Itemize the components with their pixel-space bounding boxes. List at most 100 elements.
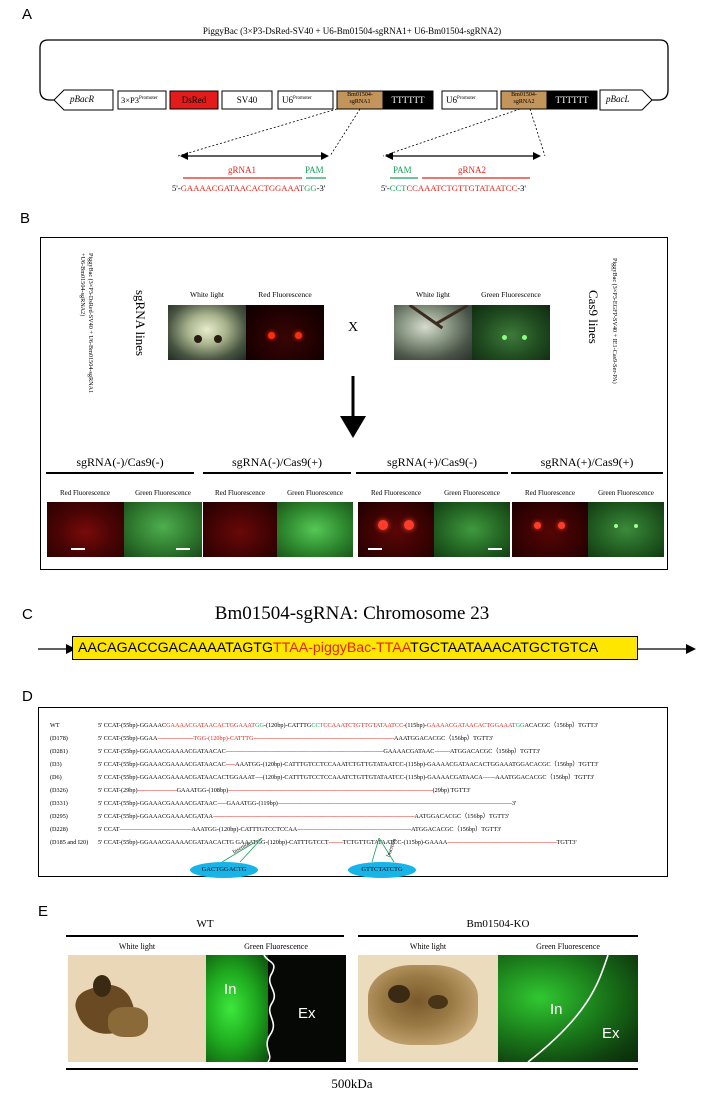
panel-d-letter: D: [22, 688, 33, 705]
pbacr-label: pBacR: [70, 94, 94, 104]
sequence-segment: 5' CCAT: [98, 826, 120, 833]
sequence-segment: ------: [225, 761, 236, 768]
bottom-bar: [66, 1068, 638, 1070]
terminator1-box: [382, 90, 434, 110]
alignment-row: 5' CCAT-(55bp)-GGAAACGAAAACGATAAC------G…: [98, 800, 516, 808]
sgrna2-label: Bm01504-sgRNA2: [511, 92, 537, 105]
dsred-label: DsRed: [181, 95, 207, 105]
sequence-segment: ----------------------------------------…: [277, 800, 513, 807]
sequence-segment: GAAAACGATAAC: [383, 748, 435, 755]
group3-red-photo: [358, 502, 434, 557]
row-id: (D331): [50, 800, 68, 807]
panel-c-letter: C: [22, 606, 33, 623]
ko-bar: [358, 935, 638, 937]
sequence-segment: GAAAACGATAACACTGGAAAT: [426, 722, 516, 729]
pam2-label: PAM: [393, 165, 412, 175]
row-id: (D178): [50, 735, 68, 742]
sv40-box: [221, 90, 273, 110]
dsred-box: [169, 90, 219, 110]
grna2-span-arrow: [385, 152, 541, 160]
top-label-white-1: White light: [190, 290, 224, 299]
sequence-segment: -(120bp)-CATTTG: [263, 722, 312, 729]
row-id: (D295): [50, 813, 68, 820]
sgrna1-sequence: 5'-GAAAACGATAACACTGGAAATGG-3': [172, 183, 326, 193]
p3-label: 3×P3Promoter: [121, 95, 158, 105]
sequence-segment: -----------------------: [157, 735, 194, 742]
sequence-segment: ------: [217, 800, 227, 807]
sequence-segment: CCAAATCTGTTGTATAATCC: [323, 722, 404, 729]
sequence-segment: ----------------------------------------…: [297, 826, 412, 833]
panel-e-letter: E: [38, 903, 49, 920]
row-id: (D326): [50, 787, 68, 794]
insertion-connectors: [221, 838, 395, 863]
panel-b-letter: B: [20, 210, 31, 227]
alignment-row: 5' CCAT-(55bp)-GGAA---------------------…: [98, 735, 493, 743]
alignment-row: 5' CCAT-(55bp)-GGAAACGAAAACGATAACAC-----…: [98, 761, 599, 769]
sequence-segment: TGG-(120bp)-CATTTG: [193, 735, 254, 742]
alignment-row: 5' CCAT-(55bp)-GGAAACGAAAACGATAACACTGGAA…: [98, 774, 594, 782]
group2-green-photo: [277, 502, 353, 557]
row-id: WT: [50, 722, 60, 729]
ko-white-light-photo: [358, 955, 498, 1062]
wt-green-fluorescence-photo: In Ex: [206, 955, 346, 1062]
terminator1-label: TTTTTT: [391, 95, 425, 105]
row-id: (D228): [50, 826, 68, 833]
group1-red-label: Red Fluorescence: [60, 489, 110, 497]
terminator2-label: TTTTTT: [555, 95, 589, 105]
sequence-segment: ----------------------------------------…: [119, 826, 192, 833]
alignment-row: 5' CCAT-(55bp)-GGAAACGAAAACGATAACACTGGAA…: [98, 722, 598, 730]
u6a-label: U6Promoter: [282, 95, 312, 105]
down-arrow-icon: [340, 376, 366, 438]
insertion2-bubble: GTTCTATCTG: [348, 862, 416, 878]
group-bar-4: [511, 472, 663, 474]
ko-in-label: In: [550, 1001, 563, 1018]
sequence-segment: 5' CCAT-(55bp)-GGAAACGAAAACGATAACACTG GA…: [98, 839, 329, 846]
sequence-segment: ----------------------------------------…: [253, 735, 395, 742]
sgrna-lines-label: sgRNA lines: [133, 290, 148, 357]
sequence-segment: GAAATGG-(108bp): [176, 787, 229, 794]
sequence-segment: ----------------------------------------…: [225, 748, 384, 755]
e-label-white-1: White light: [118, 942, 156, 951]
top-label-white-2: White light: [416, 290, 450, 299]
sequence-segment: ---------: [328, 839, 344, 846]
panel-c-title: Bm01504-sgRNA: Chromosome 23: [214, 603, 490, 624]
cas9-lines-label: Cas9 lines: [586, 290, 601, 344]
sgrna-construct-text: PiggyBac (3×P3-DsRed-SV40 + U6-Bm01504-s…: [79, 253, 94, 394]
group-bar-2: [203, 472, 351, 474]
sequence-segment: 5' CCAT-(55bp)-GGAAACGAAAACGATAACAC: [98, 748, 226, 755]
sequence-segment: 5' CCAT-(55bp)-GGAAACGAAAACGATAACACTGGAA…: [98, 774, 255, 781]
group-title-4: sgRNA(+)/Cas9(+): [540, 455, 634, 469]
wt-label: WT: [196, 918, 214, 930]
top-label-green: Green Fluorescence: [481, 290, 541, 299]
group4-green-label: Green Fluorescence: [598, 489, 654, 497]
alignment-row: 5' CCAT-(29bp)-------------------------G…: [98, 787, 471, 795]
ko-label: Bm01504-KO: [466, 918, 530, 930]
row-id: (D3): [50, 761, 62, 768]
group-title-1: sgRNA(-)/Cas9(-): [76, 455, 164, 469]
sequence-segment: GAAAACGATAACACTGGAAAT: [166, 722, 255, 729]
moth-green-fluorescence-photo: [472, 305, 550, 360]
grna1-label: gRNA1: [228, 165, 257, 175]
sequence-segment: ----------: [434, 748, 451, 755]
p3-box: [117, 90, 167, 110]
sequence-segment: GG: [515, 722, 525, 729]
alignment-row: 5' CCAT-(55bp)-GGAAACGAAAACGATAA--------…: [98, 813, 509, 821]
sequence-segment: 5' CCAT-(55bp)-GGAAAC: [98, 722, 167, 729]
group2-green-label: Green Fluorescence: [287, 489, 343, 497]
group1-green-label: Green Fluorescence: [135, 489, 191, 497]
sequence-segment: (29bp) TGTT3': [432, 787, 471, 794]
sv40-label: SV40: [236, 95, 258, 105]
sequence-segment: 5' CCAT-(55bp)-GGAAACGAAAACGATAACAC: [98, 761, 226, 768]
pbacl-label: pBacL: [606, 94, 630, 104]
moth-white-light-photo-2: [394, 305, 472, 360]
group3-green-photo: [434, 502, 510, 557]
sequence-segment: (120bp)-CATTTGTCCTCCAAATCTGTTGTATAATCC-(…: [262, 774, 483, 781]
pbacr-arrow: [53, 89, 114, 111]
sequence-segment: AAATGGACACGC（156bp）TGTT3': [495, 774, 595, 781]
sequence-segment: AAATGG-(120bp)-CATTTGTCCTCCAA: [191, 826, 298, 833]
wt-white-light-photo: [68, 955, 206, 1062]
sgrna2-sequence: 5'-CCTCCAAATCTGTTGTATAATCC-3': [381, 183, 526, 193]
wt-ex-label: Ex: [298, 1005, 316, 1022]
alignment-sequences: 5' CCAT-(55bp)-GGAAACGAAAACGATAACACTGGAA…: [98, 722, 658, 852]
plasmid-backbone: [39, 39, 669, 101]
